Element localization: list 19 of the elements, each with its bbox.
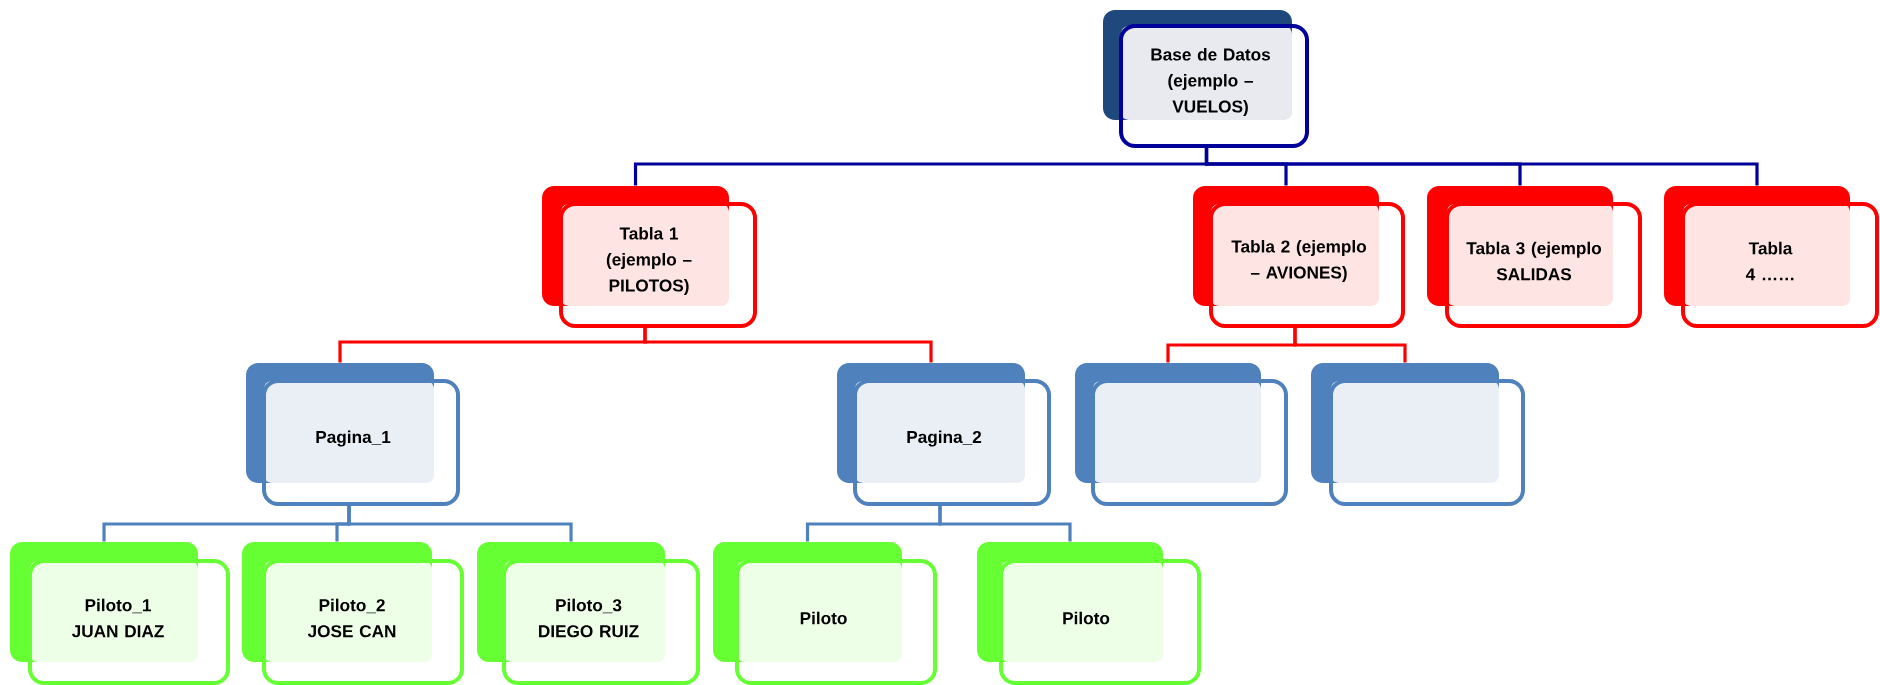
title-box: Piloto_2 JOSE CAN: [242, 542, 464, 685]
title-box: Piloto_1 JUAN DIAZ: [10, 542, 230, 685]
title-box: Base de Datos (ejemplo – VUELOS): [1103, 10, 1309, 148]
empty-box: [1311, 363, 1525, 506]
connector: [347, 504, 573, 542]
title-box: Tabla 4 ……: [1664, 186, 1879, 328]
title-box: Piloto_3 DIEGO RUIZ: [477, 542, 700, 685]
connector: [938, 504, 1072, 542]
title-box: Tabla 1 (ejemplo – PILOTOS): [542, 186, 757, 328]
title-box: Pagina_2: [837, 363, 1051, 506]
title-box: Tabla 3 (ejemplo SALIDAS: [1427, 186, 1642, 328]
title-box: Pagina_1: [246, 363, 460, 506]
connector: [1204, 146, 1759, 186]
connector: [1293, 326, 1407, 363]
title-box: Tabla 2 (ejemplo – AVIONES): [1193, 186, 1405, 328]
empty-box: [1075, 363, 1288, 506]
connector: [643, 326, 933, 363]
title-box: Piloto: [977, 542, 1201, 685]
title-box: Piloto: [713, 542, 937, 685]
